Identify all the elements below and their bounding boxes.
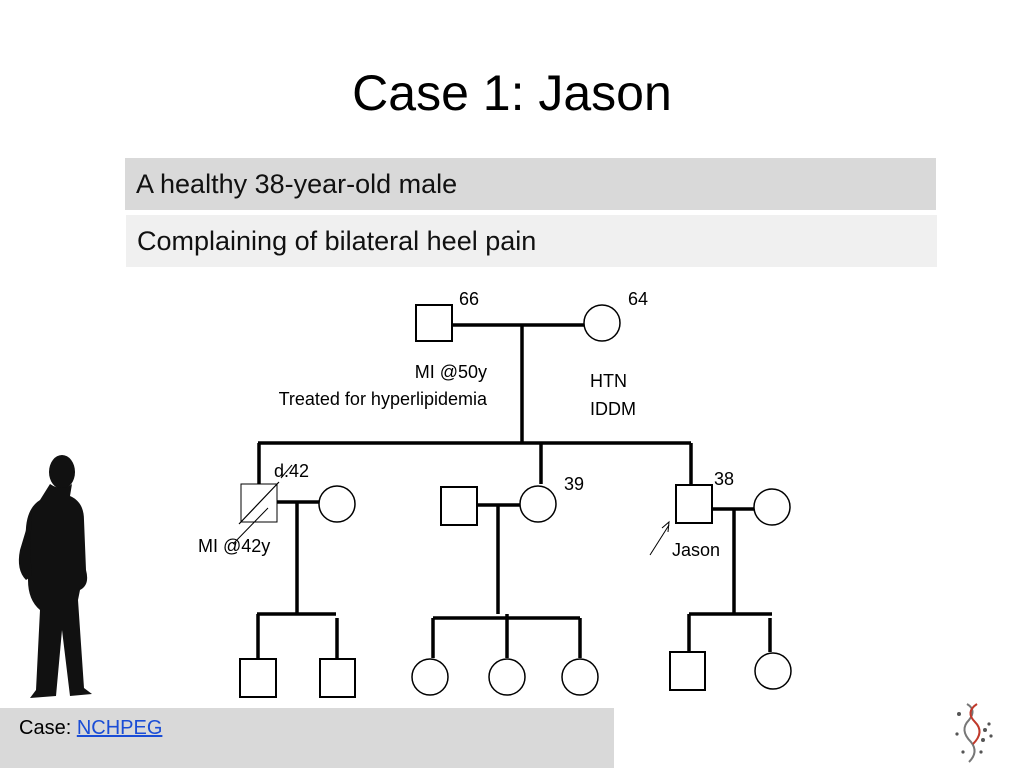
uncle-mi-pointer	[232, 507, 269, 545]
niece-circle-1	[411, 658, 449, 696]
uncle-d42-pointer	[280, 464, 293, 479]
nchpeg-link[interactable]: NCHPEG	[76, 717, 163, 739]
mother-note-htn: HTN	[590, 371, 627, 391]
father-square	[415, 304, 453, 342]
niece-circle-2	[488, 658, 526, 696]
dna-logo-icon	[955, 703, 993, 763]
mother-note-iddm: IDDM	[590, 399, 636, 419]
proband-arrow	[649, 524, 670, 556]
father-note-hyperlipidemia: Treated for hyperlipidemia	[278, 389, 487, 409]
sibling-39-circle	[519, 485, 557, 523]
father-age-label: 66	[459, 289, 480, 309]
sibling-age-label: 39	[564, 474, 585, 494]
footer-bar	[0, 708, 614, 768]
aunt-circle	[318, 485, 356, 523]
mother-circle	[583, 304, 621, 342]
footer-prefix: Case:	[19, 717, 77, 739]
proband-square	[675, 484, 713, 524]
father-note-mi: MI @50y	[414, 362, 487, 382]
proband-name-label: Jason	[672, 540, 721, 560]
cousin-square-1	[239, 658, 277, 698]
bullet-heel-pain: Complaining of bilateral heel pain	[126, 215, 937, 267]
man-silhouette-image	[18, 455, 92, 698]
proband-arrowhead	[661, 520, 670, 533]
slide-title: Case 1: Jason	[352, 65, 672, 121]
proband-spouse-circle	[753, 488, 791, 526]
mother-age-label: 64	[628, 289, 649, 309]
sibling-spouse-square	[440, 486, 478, 526]
proband-age-label: 38	[714, 469, 735, 489]
uncle-mi-label: MI @42y	[198, 536, 271, 556]
proband-child-circle	[754, 652, 792, 690]
bullet-healthy-male: A healthy 38-year-old male	[125, 158, 936, 210]
footer-caption: Case: NCHPEG	[19, 717, 162, 740]
uncle-deceased-slash	[238, 481, 280, 525]
cousin-square-2	[319, 658, 356, 698]
proband-child-square	[669, 651, 706, 691]
uncle-death-label: d.42	[274, 461, 310, 481]
niece-circle-3	[561, 658, 599, 696]
